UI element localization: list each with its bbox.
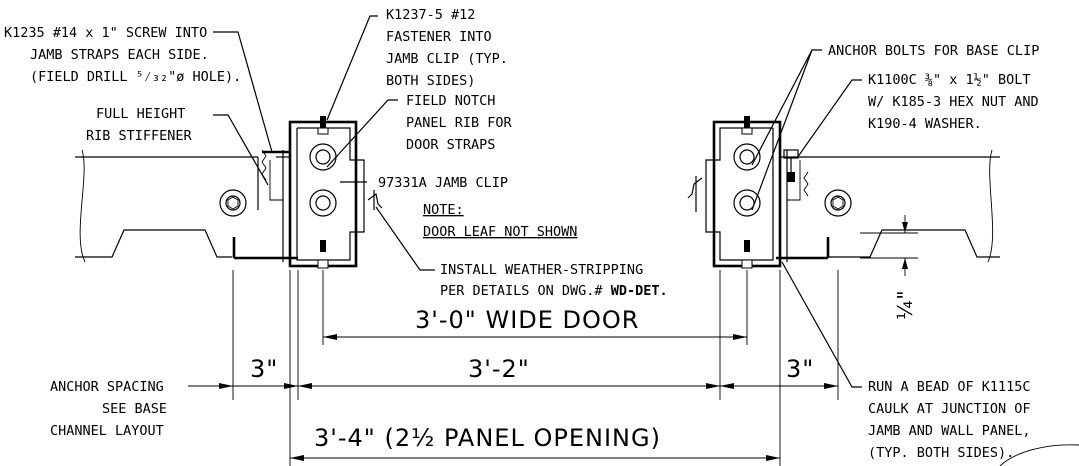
right-spacing-dimension: 3" <box>786 355 814 383</box>
right-jamb-upper-bolt-icon <box>733 143 761 171</box>
left-jamb-fastener-icon <box>317 116 329 269</box>
jamb-clip-label: 97331A JAMB CLIP <box>378 175 508 191</box>
gap-dimension: ¼" <box>893 289 917 320</box>
bolt-note-line1: K1100C ⅜" x 1½" BOLT <box>868 72 1031 88</box>
right-jamb-lower-bolt-icon <box>733 189 761 217</box>
fastener-note-line2: FASTENER INTO <box>386 29 492 45</box>
bolt-note-line2: W/ K185-3 HEX NUT AND <box>868 94 1039 110</box>
caulk-note-line1: RUN A BEAD OF K1115C <box>868 379 1031 395</box>
notch-note-line2: PANEL RIB FOR <box>406 115 513 131</box>
leader-lines <box>213 15 862 388</box>
notch-note-line3: DOOR STRAPS <box>406 137 495 153</box>
caulk-note-line3: JAMB AND WALL PANEL, <box>868 423 1031 439</box>
right-jamb-fastener-icon <box>741 116 753 269</box>
note-body: DOOR LEAF NOT SHOWN <box>423 224 577 240</box>
anchor-spacing-line2: SEE BASE <box>102 401 167 417</box>
left-jamb-lower-bolt-icon <box>309 189 337 217</box>
rib-note-line2: RIB STIFFENER <box>86 128 193 144</box>
left-weather-strip-icon <box>367 190 383 210</box>
weather-note-ref: WD-DET. <box>611 283 668 299</box>
caulk-note-line4: (TYP. BOTH SIDES). <box>868 445 1014 461</box>
screw-note-line1: K1235 #14 x 1" SCREW INTO <box>4 25 207 41</box>
notch-note-line1: FIELD NOTCH <box>406 93 495 109</box>
screw-note-line2: JAMB STRAPS EACH SIDE. <box>30 47 209 63</box>
rib-note-line1: FULL HEIGHT <box>96 106 185 122</box>
fastener-note-line3: JAMB CLIP (TYP. <box>386 51 508 67</box>
left-jamb-clip <box>261 120 365 268</box>
left-spacing-dimension: 3" <box>250 355 278 383</box>
left-jamb-upper-bolt-icon <box>309 143 337 171</box>
weather-note-line2: PER DETAILS ON DWG.# WD-DET. <box>440 283 668 299</box>
right-hex-bolt-icon <box>783 149 799 182</box>
panel-opening-dimension: 3'-4" (2½ PANEL OPENING) <box>314 424 661 452</box>
left-wall-panel <box>75 149 298 263</box>
left-panel-bolt-icon <box>219 189 247 217</box>
right-panel-bolt-icon <box>824 189 852 217</box>
anchor-bolts-label: ANCHOR BOLTS FOR BASE CLIP <box>828 43 1039 59</box>
screw-note-line3: (FIELD DRILL ⁵⁄₃₂"ø HOLE). <box>30 69 241 85</box>
center-span-dimension: 3'-2" <box>468 355 530 383</box>
anchor-spacing-line3: CHANNEL LAYOUT <box>50 423 164 439</box>
caulk-note-line2: CAULK AT JUNCTION OF <box>868 401 1031 417</box>
weather-note-line1: INSTALL WEATHER-STRIPPING <box>440 262 643 278</box>
dimension-lines <box>188 215 1079 466</box>
right-wall-panel <box>776 149 1000 263</box>
bolt-note-line3: K190-4 WASHER. <box>868 116 982 132</box>
note-title: NOTE: <box>423 202 464 218</box>
fastener-note-line1: K1237-5 #12 <box>386 7 475 23</box>
door-width-dimension: 3'-0" WIDE DOOR <box>415 306 639 334</box>
annotation-text: K1235 #14 x 1" SCREW INTO JAMB STRAPS EA… <box>4 7 1039 461</box>
anchor-spacing-line1: ANCHOR SPACING <box>50 379 164 395</box>
right-weather-strip-icon <box>687 176 703 212</box>
fastener-note-line4: BOTH SIDES) <box>386 73 475 89</box>
